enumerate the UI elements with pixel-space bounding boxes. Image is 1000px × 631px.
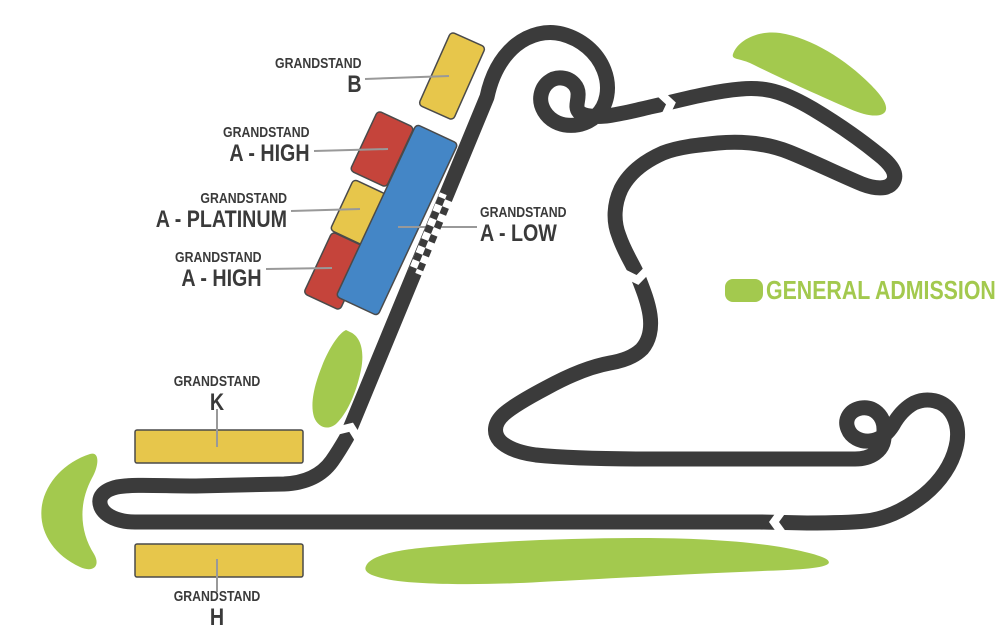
general-admission-area-northeast[interactable] (732, 32, 887, 116)
direction-chevron-south (624, 265, 648, 285)
grandstand-name: A - HIGH (181, 265, 262, 292)
grandstand-name: A - PLATINUM (155, 206, 287, 233)
grandstand-name: H (209, 604, 225, 631)
grandstand-h-block[interactable] (134, 543, 304, 578)
leader-line-b (364, 75, 450, 80)
grandstand-word: GRANDSTAND (200, 190, 287, 207)
grandstand-a-low-label: GRANDSTAND A - LOW (480, 205, 567, 246)
grandstand-word: GRANDSTAND (175, 249, 262, 266)
grandstand-blocks (134, 32, 486, 578)
grandstand-name: B (347, 71, 362, 98)
grandstand-word: GRANDSTAND (275, 55, 362, 72)
direction-chevron-main-straight (336, 422, 361, 444)
leader-line-a-platinum (290, 208, 361, 212)
grandstand-name: K (209, 389, 225, 416)
direction-chevron-east (656, 93, 676, 117)
grandstand-word: GRANDSTAND (173, 373, 261, 390)
general-admission-area-west[interactable] (41, 453, 98, 570)
leader-line-a-high-lower (265, 267, 333, 270)
grandstand-k-block[interactable] (134, 429, 304, 464)
grandstand-word: GRANDSTAND (480, 204, 567, 221)
grandstand-name: A - LOW (480, 220, 557, 247)
grandstand-b-block[interactable] (418, 32, 486, 121)
general-admission-areas (41, 32, 887, 585)
grandstand-h-label: GRANDSTAND H (135, 589, 299, 630)
grandstand-a-platinum-label: GRANDSTAND A - PLATINUM (156, 191, 287, 232)
grandstand-name: A - HIGH (229, 140, 310, 167)
general-admission-area-south[interactable] (365, 538, 829, 585)
direction-chevron-west (769, 511, 787, 533)
leader-lines (216, 75, 477, 592)
general-admission-area-infield[interactable] (312, 330, 363, 428)
general-admission-legend-label: GENERAL ADMISSION (766, 275, 996, 305)
grandstand-a-high-upper-label: GRANDSTAND A - HIGH (223, 125, 310, 166)
track-outline (92, 24, 966, 531)
grandstand-word: GRANDSTAND (223, 124, 310, 141)
leader-line-a-high-upper (313, 148, 389, 152)
grandstand-a-high-lower-label: GRANDSTAND A - HIGH (175, 250, 262, 291)
grandstand-word: GRANDSTAND (173, 588, 261, 605)
track-direction-markers (336, 93, 787, 533)
grandstand-b-label: GRANDSTAND B (275, 56, 362, 97)
start-finish-line (408, 192, 454, 276)
grandstand-a-low-block[interactable] (336, 124, 458, 316)
general-admission-legend-swatch (725, 279, 763, 302)
grandstand-k-label: GRANDSTAND K (135, 374, 299, 415)
